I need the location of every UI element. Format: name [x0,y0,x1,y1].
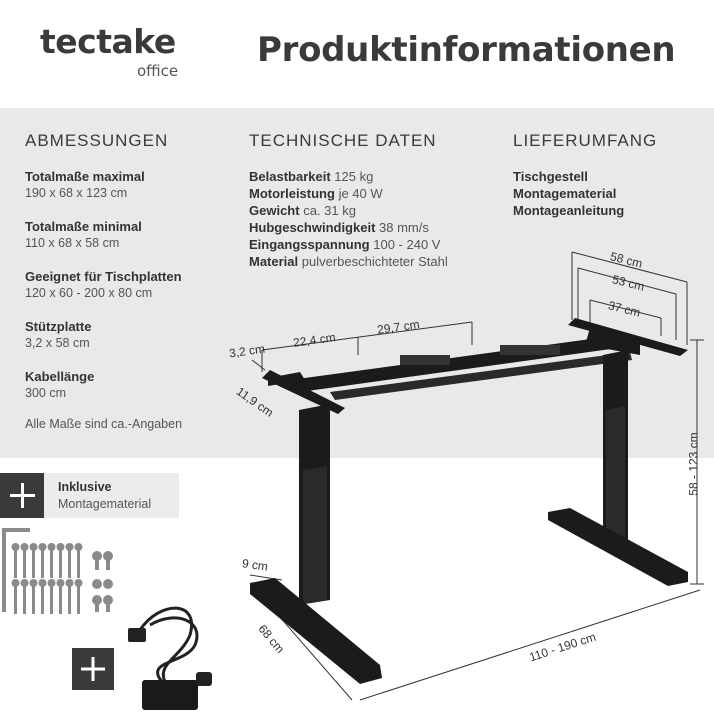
spec-value: 100 - 240 V [373,237,441,252]
screws-icon [11,543,113,614]
page-title: Produktinformationen [257,30,676,70]
spec-value: pulverbeschichteter Stahl [301,254,448,269]
spec-row: Eingangsspannung 100 - 240 V [249,237,440,252]
spec-key: Gewicht [249,203,300,218]
dim-label: Kabellänge [25,369,95,384]
dim-label: Geeignet für Tischplatten [25,269,182,284]
header [0,0,714,108]
dim-label: Stützplatte [25,319,92,334]
spec-key: Belastbarkeit [249,169,331,184]
scope-item: Montagematerial [513,186,617,201]
note: Alle Maße sind ca.-Angaben [25,417,183,431]
included-subtitle: Montagematerial [58,497,152,511]
dim-value: 110 x 68 x 58 cm [25,236,120,250]
plus-icon [0,473,45,518]
heading-scope: LIEFERUMFANG [513,131,658,150]
dim-value: 120 x 60 - 200 x 80 cm [25,286,153,300]
spec-row: Belastbarkeit 125 kg [249,169,373,184]
plus-icon [72,648,114,690]
heading-dimensions: ABMESSUNGEN [25,131,169,150]
power-supply-icon [128,606,212,710]
dim-value: 190 x 68 x 123 cm [25,186,128,200]
dim-label: Totalmaße minimal [25,219,142,234]
dim-label: Totalmaße maximal [25,169,145,184]
brand-sub: office [137,62,179,80]
spec-value: ca. 31 kg [303,203,356,218]
dim-value: 300 cm [25,386,66,400]
heading-technical: TECHNISCHE DATEN [249,131,437,150]
spec-row: Hubgeschwindigkeit 38 mm/s [249,220,429,235]
spec-key: Motorleistung [249,186,335,201]
included-box [44,473,179,518]
spec-row: Material pulverbeschichteter Stahl [249,254,448,269]
spec-value: 38 mm/s [379,220,429,235]
included-title: Inklusive [58,480,112,494]
scope-item: Tischgestell [513,169,588,184]
allen-key-icon [2,528,30,612]
spec-row: Gewicht ca. 31 kg [249,203,356,218]
dimension-label: 58 - 123 cm [686,432,701,496]
spec-value: 125 kg [334,169,374,184]
spec-key: Eingangsspannung [249,237,370,252]
brand-logo: tectake [40,22,176,61]
spec-value: je 40 W [338,186,383,201]
frame-shape [250,318,688,684]
info-panel [0,108,714,458]
scope-item: Montageanleitung [513,203,625,218]
spec-key: Hubgeschwindigkeit [249,220,376,235]
dim-value: 3,2 x 58 cm [25,336,90,350]
spec-key: Material [249,254,299,269]
spec-row: Motorleistung je 40 W [249,186,383,201]
